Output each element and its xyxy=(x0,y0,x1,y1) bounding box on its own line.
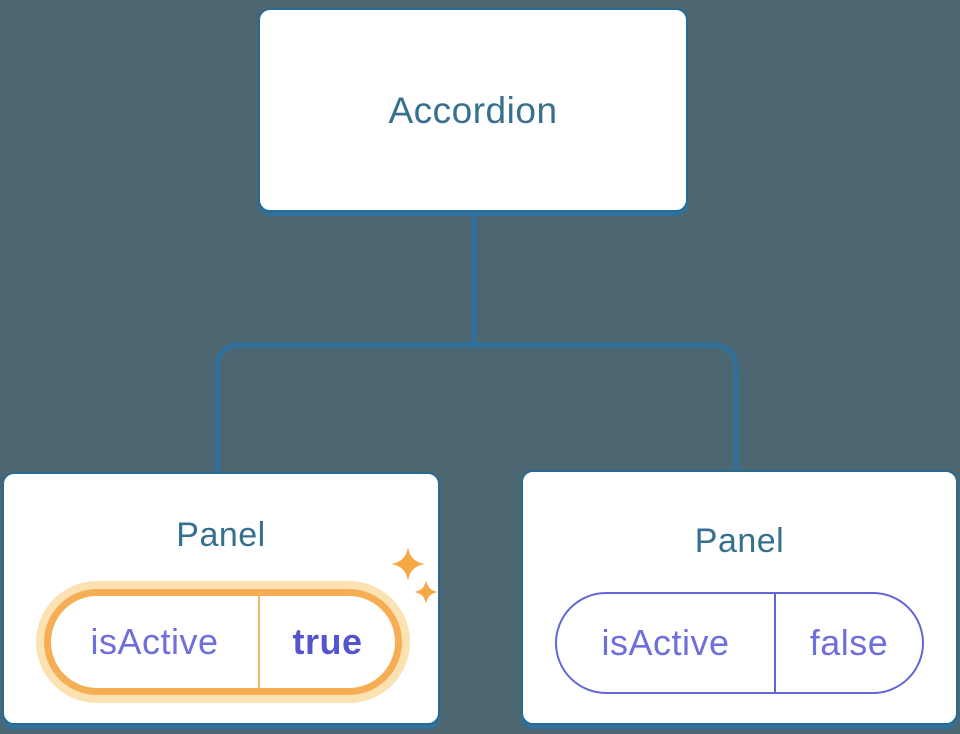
sparkle-star-large xyxy=(391,547,425,581)
accordion-label: Accordion xyxy=(388,89,558,131)
state-value-cell: true xyxy=(258,596,395,688)
state-pill-highlighted: isActive true xyxy=(44,589,402,695)
panel-component-node-active: Panel isActive true xyxy=(2,472,440,725)
sparkles-icon xyxy=(391,547,438,604)
state-value-cell: false xyxy=(774,594,922,692)
state-key-label: isActive xyxy=(601,622,730,663)
panel-title: Panel xyxy=(694,522,785,560)
connector-path xyxy=(214,210,739,475)
sparkle-star-small xyxy=(414,580,438,604)
state-key-cell: isActive xyxy=(51,596,258,688)
state-key-label: isActive xyxy=(90,621,219,662)
panel-title: Panel xyxy=(176,516,266,554)
state-pill: isActive false xyxy=(555,592,924,694)
panel-component-node-inactive: Panel isActive false xyxy=(521,470,958,725)
state-key-cell: isActive xyxy=(557,594,774,692)
state-value-label: true xyxy=(292,621,363,662)
state-value-label: false xyxy=(809,622,889,663)
accordion-component-node: Accordion xyxy=(258,8,688,212)
